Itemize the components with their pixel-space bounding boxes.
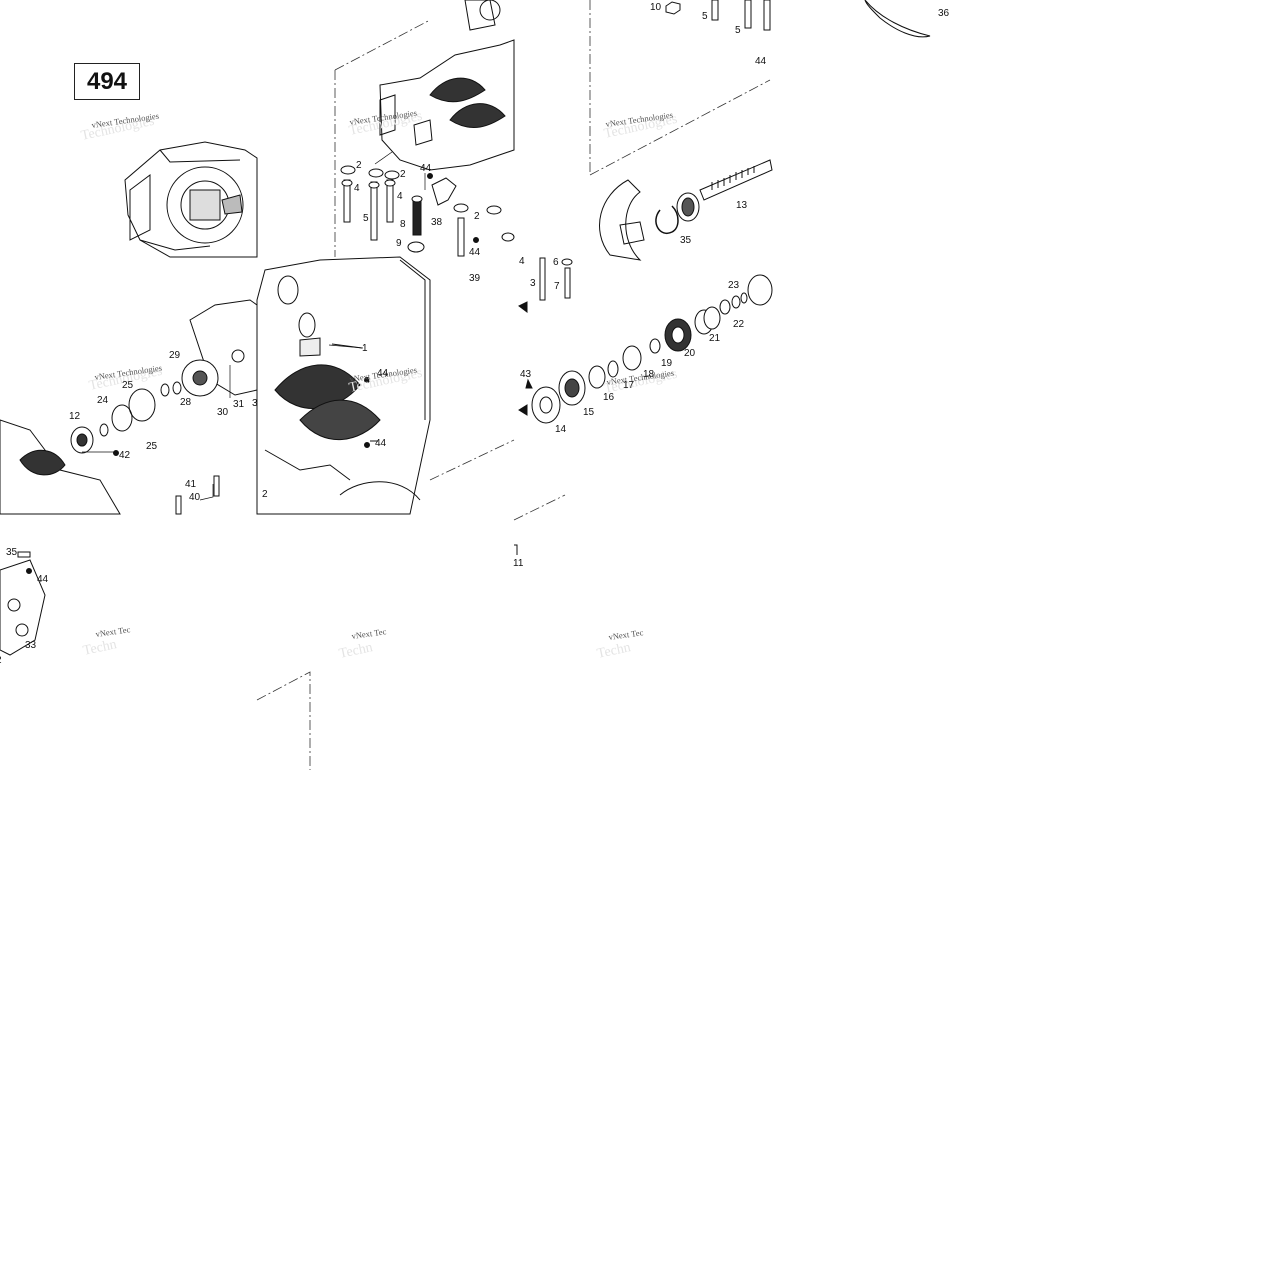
leader-lines (82, 151, 426, 501)
callout-39: 39 (469, 273, 481, 284)
callout-16: 16 (603, 392, 615, 403)
callout-35: 35 (6, 547, 18, 558)
callout-12: 12 (69, 411, 81, 422)
page-number-badge: 494 (74, 63, 140, 100)
drive-shaft-13 (676, 159, 773, 222)
callout-2: 2 (0, 655, 2, 666)
svg-text:Techn: Techn (596, 640, 632, 662)
callout-41: 41 (185, 479, 197, 490)
callout-18: 18 (643, 369, 655, 380)
callout-5: 5 (363, 213, 369, 224)
dash-dot-frame-lines (256, 0, 771, 770)
callout-4: 4 (519, 256, 525, 267)
callout-35: 35 (680, 235, 692, 246)
callout-3: 3 (252, 398, 258, 409)
callout-2: 2 (474, 211, 480, 222)
callout-40: 40 (189, 492, 201, 503)
crankcase-lower-half (256, 256, 431, 515)
callout-42: 42 (119, 450, 131, 461)
callout-30: 30 (217, 407, 229, 418)
callout-28: 28 (180, 397, 192, 408)
callout-24: 24 (97, 395, 109, 406)
callout-11: 11 (513, 558, 524, 569)
callout-19: 19 (661, 358, 673, 369)
callout-9: 9 (396, 238, 402, 249)
callout-38: 38 (431, 217, 443, 228)
callout-25: 25 (122, 380, 134, 391)
crankcase-section-bottom-left (0, 419, 220, 515)
callout-36: 36 (938, 8, 950, 19)
callout-15: 15 (583, 407, 595, 418)
callout-33: 33 (25, 640, 37, 651)
crankcase-upper-half (379, 0, 515, 171)
callout-17: 17 (623, 380, 635, 391)
stud-11 (514, 544, 518, 555)
callout-10: 10 (650, 2, 662, 13)
callout-44: 44 (37, 574, 49, 585)
watermark-9: vNext Tec (608, 627, 644, 642)
callout-43: 43 (520, 369, 532, 380)
callout-labels: 10 5 5 44 36 2 4 5 44 2 4 8 9 38 2 44 39… (0, 2, 950, 666)
callout-14: 14 (555, 424, 567, 435)
output-shaft-components (518, 257, 773, 424)
studs-and-bolts-group-a (340, 165, 515, 257)
cover-half-shield (599, 179, 645, 261)
callout-2: 2 (400, 169, 406, 180)
callout-31: 31 (233, 399, 245, 410)
callout-3: 3 (530, 278, 536, 289)
callout-44: 44 (420, 163, 432, 174)
callout-4: 4 (397, 191, 403, 202)
callout-44: 44 (469, 247, 481, 258)
callout-20: 20 (684, 348, 696, 359)
svg-text:Techn: Techn (82, 637, 118, 659)
ignition-cover-assembly (70, 299, 258, 456)
callout-29: 29 (169, 350, 181, 361)
callout-4: 4 (354, 183, 360, 194)
callout-8: 8 (400, 219, 406, 230)
callout-44: 44 (377, 368, 389, 379)
callout-2: 2 (356, 160, 362, 171)
callout-13: 13 (736, 200, 748, 211)
callout-5: 5 (702, 11, 708, 22)
exhaust-manifold-fragment (0, 551, 46, 656)
callout-7: 7 (554, 281, 560, 292)
callout-44: 44 (755, 56, 767, 67)
circlip-35 (655, 205, 679, 235)
callout-6: 6 (553, 257, 559, 268)
svg-text:Techn: Techn (338, 640, 374, 662)
callout-23: 23 (728, 280, 740, 291)
watermark-8: vNext Tec (351, 626, 387, 641)
top-right-fasteners (665, 0, 771, 31)
callout-22: 22 (733, 319, 745, 330)
callout-25: 25 (146, 441, 158, 452)
cover-plate-36 (864, 0, 931, 38)
callout-2: 2 (262, 489, 268, 500)
watermark-7: vNext Tec (95, 624, 131, 639)
callout-1: 1 (362, 343, 368, 354)
callout-5: 5 (735, 25, 741, 36)
callout-44: 44 (375, 438, 387, 449)
crankcase-half-left (124, 141, 258, 258)
callout-21: 21 (709, 333, 721, 344)
